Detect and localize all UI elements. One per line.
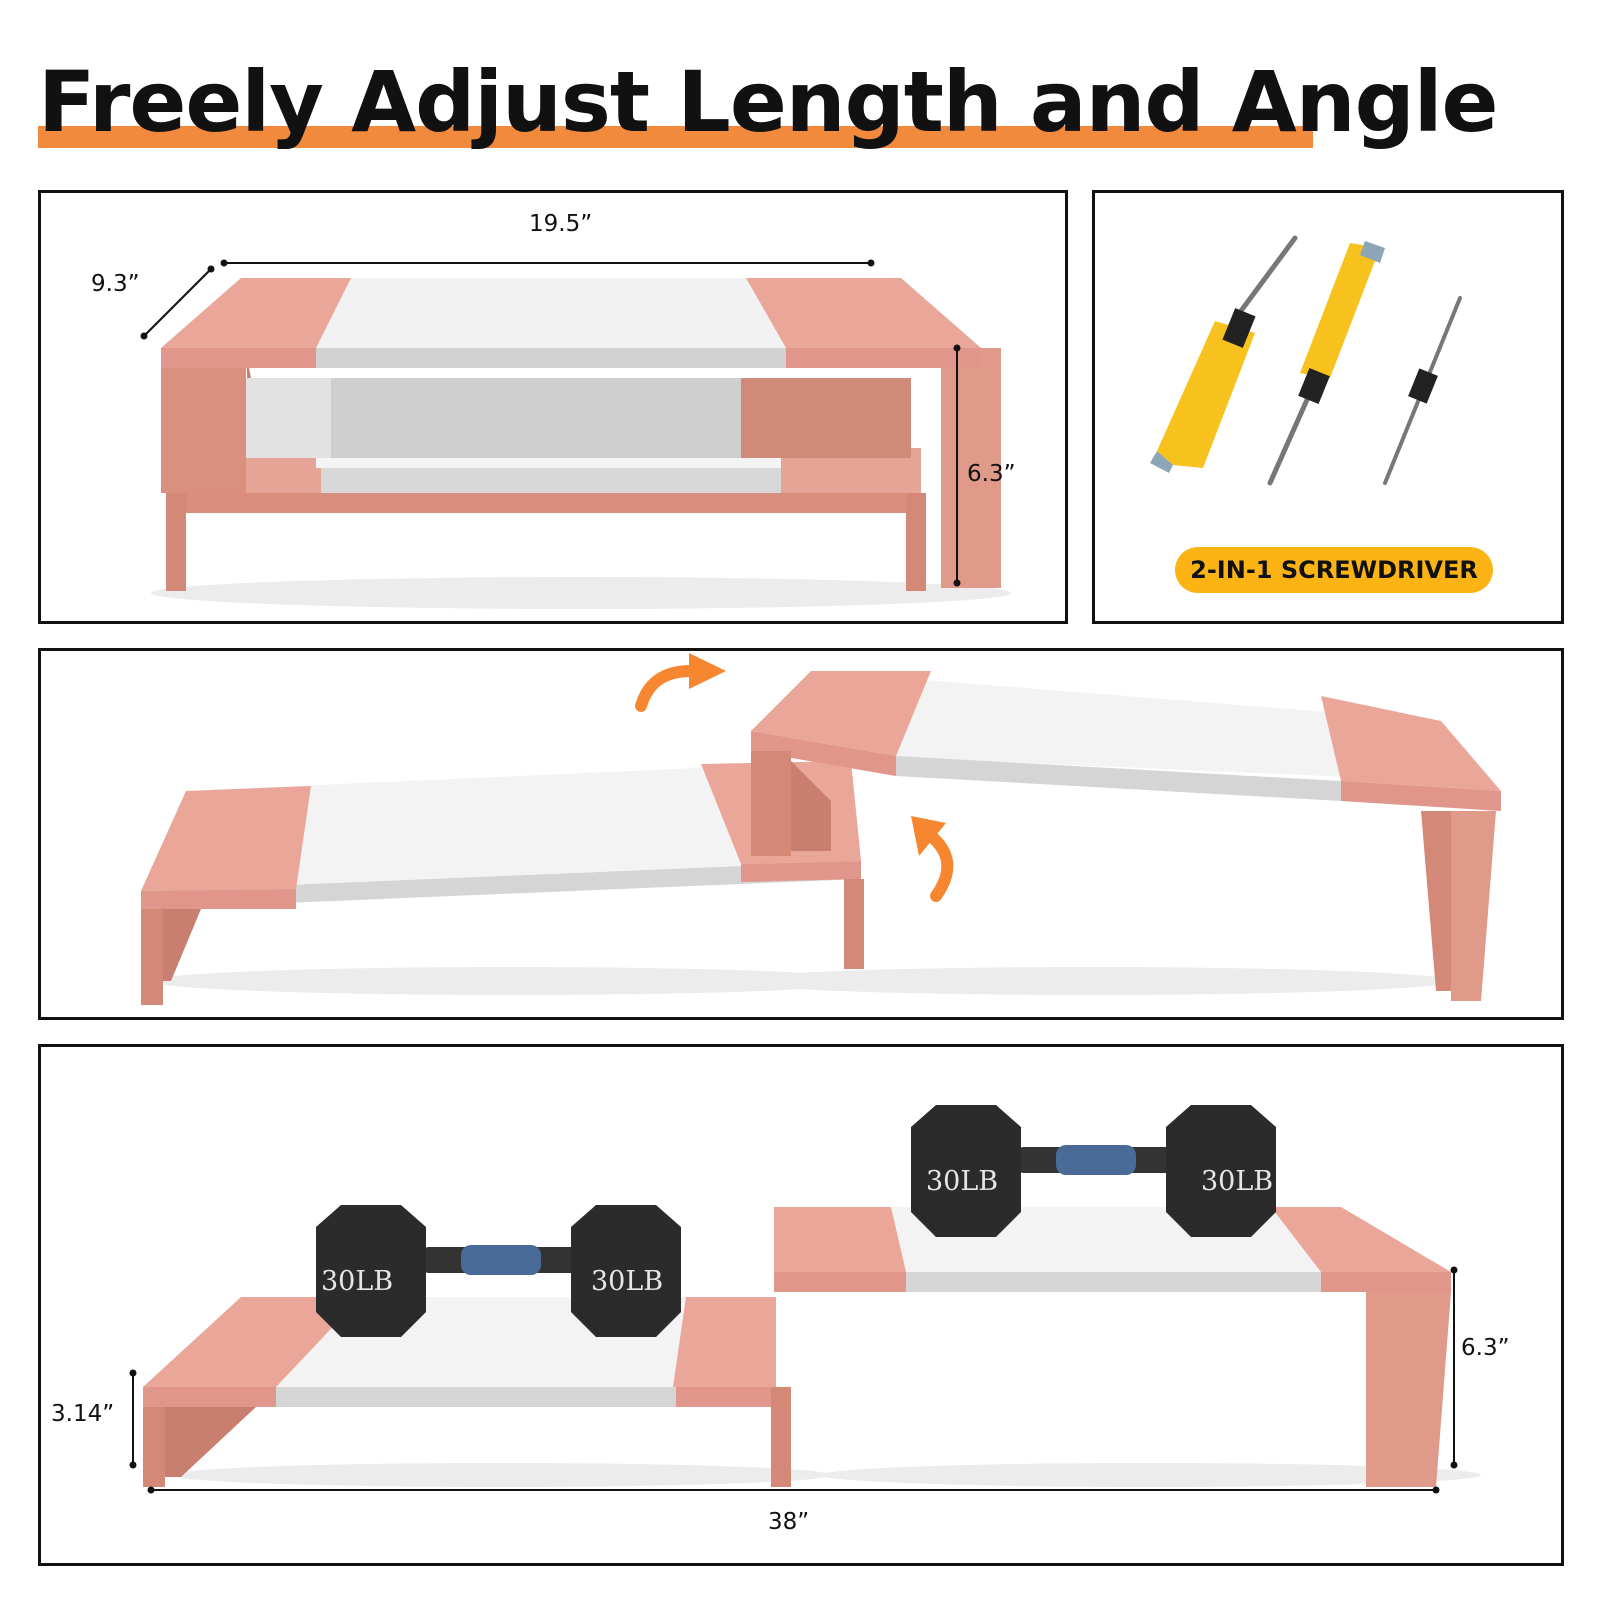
- weight-label: 30LB: [1201, 1166, 1273, 1197]
- page-title: Freely Adjust Length and Angle: [38, 53, 1498, 151]
- dumbbell-low: 30LB 30LB: [316, 1205, 681, 1337]
- rotate-arrow-icon: [635, 653, 726, 712]
- dumbbell-high: 30LB 30LB: [911, 1105, 1276, 1237]
- screwdriver-icon: [1267, 241, 1385, 486]
- stacked-stand-illustration: [140, 259, 1011, 609]
- weight-label: 30LB: [926, 1166, 998, 1197]
- panel-stacked-dimensions: 19.5” 9.3” 6.3”: [38, 190, 1068, 624]
- screwdriver-icon: [1383, 296, 1462, 485]
- panel-screwdriver: [1092, 190, 1564, 624]
- high-height-dimension-label: 6.3”: [1461, 1335, 1510, 1361]
- screwdriver-badge: 2-IN-1 SCREWDRIVER: [1175, 547, 1493, 593]
- screwdriver-icon: [1150, 235, 1298, 473]
- title-underline-bar: [38, 126, 1313, 148]
- low-height-dimension-label: 3.14”: [51, 1401, 115, 1427]
- panel-extended-load: 30LB 30LB 30LB 30LB 3.14” 6.3” 38”: [38, 1044, 1564, 1566]
- screwdriver-illustration: [1150, 235, 1462, 486]
- extended-stand-illustration: 30LB 30LB 30LB 30LB: [129, 1105, 1481, 1494]
- height-dimension-label: 6.3”: [967, 461, 1016, 487]
- weight-label: 30LB: [321, 1266, 393, 1297]
- length-dimension-label: 38”: [768, 1509, 810, 1535]
- depth-dimension-label: 9.3”: [91, 271, 140, 297]
- weight-label: 30LB: [591, 1266, 663, 1297]
- rotate-arrow-icon: [911, 816, 954, 902]
- angled-stand-illustration: [141, 653, 1501, 1005]
- width-dimension-label: 19.5”: [529, 211, 593, 237]
- panel-angle-adjust: [38, 648, 1564, 1020]
